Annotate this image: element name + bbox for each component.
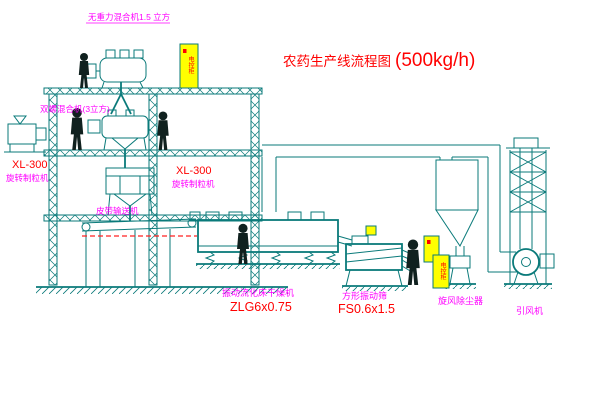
label-belt-conveyor: 皮带输送机 xyxy=(96,206,139,216)
column xyxy=(148,93,158,286)
label-dryer-model: ZLG6x0.75 xyxy=(230,300,292,314)
ground-hatch xyxy=(36,287,288,294)
machine-body xyxy=(7,123,37,145)
label-fan: 引风机 xyxy=(516,305,543,316)
column xyxy=(48,93,58,286)
fluid-bed-dryer xyxy=(189,211,353,269)
label-granulator-left-model: XL-300 xyxy=(12,159,47,171)
motor xyxy=(35,127,47,141)
cabinet-body xyxy=(432,254,450,289)
worker-figure xyxy=(157,111,169,150)
indicator-light xyxy=(427,240,431,244)
mixer-body xyxy=(99,57,147,83)
worker-figure xyxy=(78,53,90,88)
vibrating-sieve xyxy=(342,225,417,291)
floor-beam xyxy=(43,87,263,95)
label-granulator-mid: 旋转制粒机 xyxy=(172,179,215,189)
building-frame xyxy=(36,87,288,294)
belt-roller xyxy=(81,222,91,232)
dryer-body xyxy=(197,219,339,253)
sieve-body xyxy=(345,243,403,271)
cabinet-body xyxy=(179,43,199,89)
label-sieve: 方形振动筛 xyxy=(342,290,387,301)
title-capacity: (500kg/h) xyxy=(395,50,475,71)
induced-draft-fan xyxy=(504,248,555,289)
fan-casing xyxy=(512,248,540,276)
cyclone-cone xyxy=(435,209,479,247)
exhaust-duct xyxy=(261,144,518,273)
indicator-light xyxy=(183,49,187,53)
label-granulator-left: 旋转制粒机 xyxy=(6,173,49,183)
label-dryer: 振动流化床干燥机 xyxy=(222,287,294,298)
label-sieve-model: FS0.6x1.5 xyxy=(338,302,395,316)
label-dust-collector: 旋风除尘器 xyxy=(438,295,483,306)
label-granulator-mid-model: XL-300 xyxy=(176,165,211,177)
tower-bracing xyxy=(509,151,547,213)
column xyxy=(250,93,260,286)
exhaust-stack xyxy=(506,137,550,284)
granulator-left-machine xyxy=(4,115,47,153)
double-screw-mixer xyxy=(87,109,149,168)
cyclone-body xyxy=(435,159,479,211)
floor-beam xyxy=(43,149,263,157)
stack-cap xyxy=(513,137,539,149)
motor xyxy=(87,119,101,134)
worker-figure xyxy=(70,108,84,150)
cabinet-label: 电控柜 xyxy=(439,261,446,281)
title-text: 农药生产线流程图 xyxy=(283,54,391,69)
granulator-body xyxy=(105,167,155,195)
annotations: 无重力混合机1.5 立方 双螺混合机(3立方) XL-300 旋转制粒机 XL-… xyxy=(6,12,543,316)
cyclone-separator xyxy=(435,159,479,289)
drawing-title: 农药生产线流程图 (500kg/h) xyxy=(283,50,475,71)
mixer-body xyxy=(101,115,149,139)
fan-motor xyxy=(539,253,555,269)
belt-roller xyxy=(187,218,197,228)
worker-figure xyxy=(406,239,420,285)
gravity-free-mixer xyxy=(83,49,147,115)
control-cabinet-top: 电控柜 xyxy=(179,43,199,89)
cabinet-label: 电控柜 xyxy=(187,55,194,75)
rotary-granulator xyxy=(105,167,155,221)
label-mixer-top: 无重力混合机1.5 立方 xyxy=(88,12,170,22)
control-cabinet-right: 电控柜 xyxy=(423,235,450,289)
rotary-valve xyxy=(449,255,471,269)
sieve-sensor-box xyxy=(365,225,377,236)
dryer-outlet-chute xyxy=(337,235,353,247)
spring-mount xyxy=(204,251,216,265)
fan-hub xyxy=(521,257,531,267)
discharge-y-pipe xyxy=(110,82,132,115)
belt-conveyor xyxy=(81,218,197,287)
label-mixer-mid: 双螺混合机(3立方) xyxy=(40,104,110,114)
dryer-inlet xyxy=(189,211,201,221)
sieve-feed-box xyxy=(351,235,369,245)
